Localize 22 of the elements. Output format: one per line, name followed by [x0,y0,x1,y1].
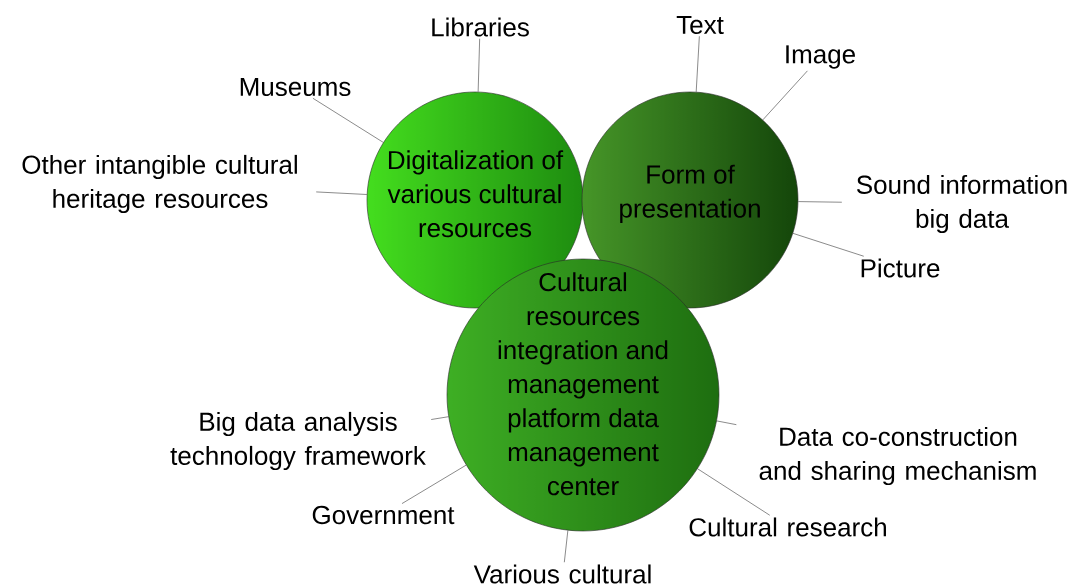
callout-label: Museums [240,77,351,97]
leader-line [792,233,865,257]
callout-label: Libraries [432,17,529,37]
leader-line [716,420,737,425]
leader-line [762,70,808,121]
leader-line [697,468,771,516]
leader-line [315,191,368,195]
callout-label: Various cultural [473,564,651,584]
leader-line [798,201,843,203]
callout-label: Other intangible cultural heritage resources [22,154,297,214]
callout-label: Image [786,45,855,69]
callout-label: Big data analysis technology framework [170,411,426,471]
leader-line [401,464,467,504]
callout-label: Data co-construction and sharing mechanism [759,426,1036,486]
callout-label: Text [676,15,724,35]
leader-line [477,38,480,93]
leader-line [312,97,384,143]
leader-line [564,530,569,563]
leader-line [430,416,449,420]
leader-line [695,35,700,93]
callout-label: Picture [861,258,940,278]
callout-label: Sound information big data [856,174,1067,234]
